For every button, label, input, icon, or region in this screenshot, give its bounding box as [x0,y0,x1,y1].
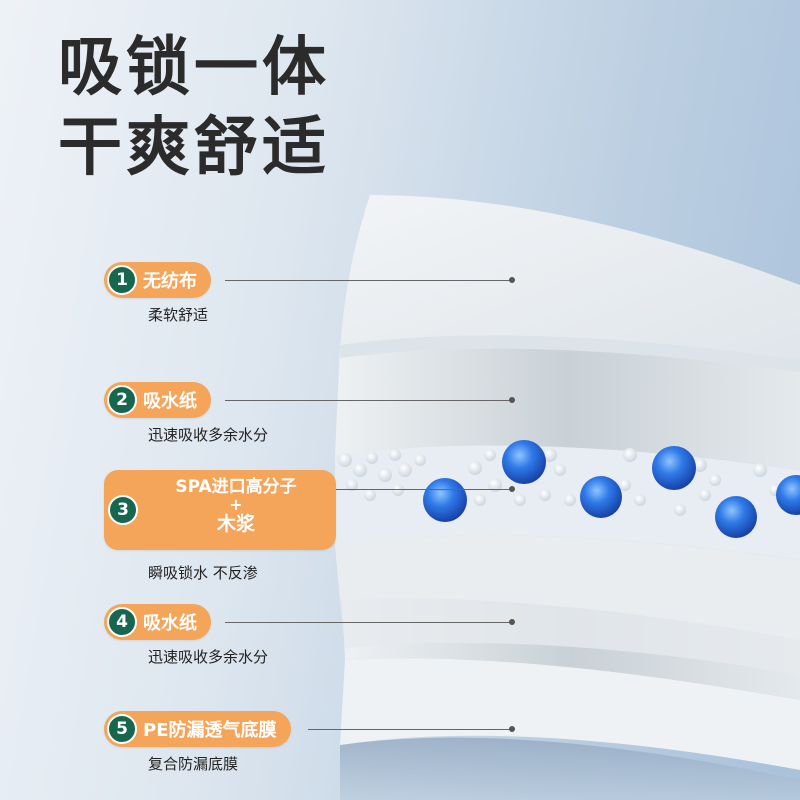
headline: 吸锁一体 干爽舒适 [58,28,330,188]
callout-layer-4: 4 吸水纸 迅速吸收多余水分 [104,604,268,667]
layer-title: PE防漏透气底膜 [143,720,277,741]
leader-dot-4 [509,619,515,625]
callout-layer-1: 1 无纺布 柔软舒适 [104,262,211,325]
leader-line-5 [308,729,512,730]
layer-number: 3 [108,495,138,525]
layer-number: 4 [107,607,137,637]
layer-badge: 4 吸水纸 [104,604,211,640]
layer-title-plus: + [229,495,243,514]
layer-description: 迅速吸收多余水分 [148,648,269,666]
layer-description: 瞬吸锁水 不反渗 [148,564,258,582]
callout-layer-2: 2 吸水纸 迅速吸收多余水分 [104,382,268,445]
headline-line-2: 干爽舒适 [58,111,330,185]
layer-description: 复合防漏底膜 [148,755,239,773]
layer-badge: 2 吸水纸 [104,382,211,418]
headline-line-1: 吸锁一体 [58,31,330,105]
leader-line-2 [225,400,512,401]
layer-description: 柔软舒适 [148,306,209,324]
leader-dot-2 [509,397,515,403]
layer-title: 吸水纸 [143,613,197,634]
layer-number: 1 [107,265,137,295]
layer-title-line-1: SPA进口高分子 [175,477,297,497]
layer-title: 无纺布 [143,271,197,292]
leader-line-4 [225,622,512,623]
layer-badge: 3 SPA进口高分子 + 木浆 [104,470,336,550]
callout-layer-5: 5 PE防漏透气底膜 复合防漏底膜 [104,711,291,774]
leader-line-1 [225,280,512,281]
layer-title-line-2: 木浆 [216,513,255,535]
callout-layer-3: 3 SPA进口高分子 + 木浆 瞬吸锁水 不反渗 [104,470,336,583]
leader-dot-5 [509,726,515,732]
layer-number: 2 [107,385,137,415]
layer-badge: 1 无纺布 [104,262,211,298]
layer-number: 5 [107,714,137,744]
leader-dot-3 [509,486,515,492]
leader-line-3 [336,489,512,490]
leader-dot-1 [509,277,515,283]
layer-title: 吸水纸 [143,391,197,412]
layer-description: 迅速吸收多余水分 [148,426,269,444]
layer-badge: 5 PE防漏透气底膜 [104,711,291,747]
